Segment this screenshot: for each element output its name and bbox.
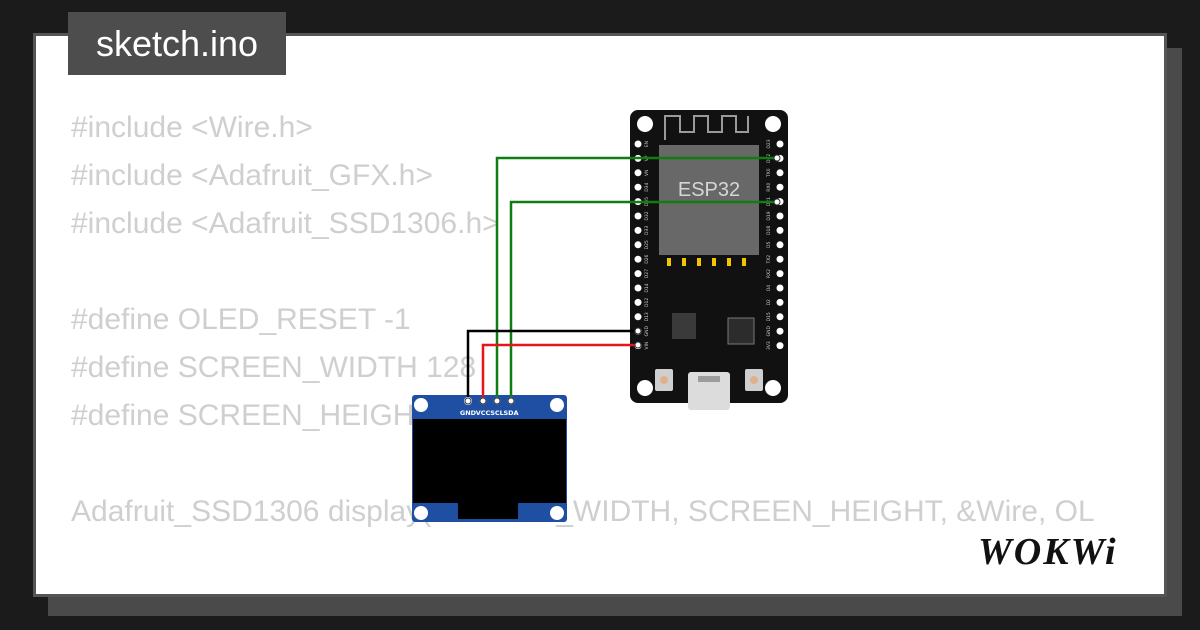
- esp32-right-pin-label-2: TX0: [766, 168, 772, 178]
- esp32-left-pin-label-13: GND: [644, 326, 650, 337]
- esp32-right-pin-label-6: D18: [766, 226, 772, 235]
- esp32-left-pin-labels: ENVPVND34D35D32D33D25D26D27D14D12D13GNDV…: [644, 141, 650, 350]
- esp32-left-pin-label-5: D32: [644, 211, 650, 220]
- code-line-11: void setup() {: [71, 584, 1095, 594]
- esp32-right-pin-13[interactable]: [776, 327, 784, 335]
- esp32-left-pin-label-12: D13: [644, 312, 650, 321]
- esp32-right-pin-label-7: D5: [766, 241, 772, 247]
- esp32-left-pin-label-10: D14: [644, 283, 650, 292]
- usb-uart-chip: [727, 317, 755, 345]
- code-line-1: #include <Wire.h>: [71, 111, 313, 144]
- esp32-right-pin-3[interactable]: [776, 183, 784, 191]
- wires: [466, 156, 777, 397]
- esp32-right-pin-8[interactable]: [776, 255, 784, 263]
- esp32-right-pin-label-0: D23: [766, 139, 772, 148]
- esp32-right-pin-label-3: RX0: [766, 183, 772, 192]
- esp32-left-pin-12[interactable]: [634, 313, 642, 321]
- oled-pin-scl-label: SCL: [490, 409, 504, 417]
- code-line-5: #define OLED_RESET -1: [71, 303, 411, 336]
- mount-hole-icon: [637, 380, 653, 396]
- esp32-right-pin-10[interactable]: [776, 284, 784, 292]
- esp32-right-pin-labels: D23D22TX0RX0D21D19D18D5TX2RX2D4D2D15GND3…: [766, 139, 772, 350]
- esp32-left-pin-label-3: D34: [644, 182, 650, 191]
- esp32-right-pin-label-8: TX2: [766, 255, 772, 265]
- voltage-regulator: [672, 313, 696, 339]
- code-line-6: #define SCREEN_WIDTH 128: [71, 351, 477, 384]
- esp32-right-pin-14[interactable]: [776, 342, 784, 350]
- mount-hole-icon: [414, 398, 428, 412]
- esp32-left-pin-7[interactable]: [634, 241, 642, 249]
- esp32-left-pin-label-14: VIN: [644, 342, 650, 350]
- esp32-left-pin-label-2: VN: [644, 170, 650, 176]
- esp32-right-pin-label-11: D2: [766, 299, 772, 305]
- esp32-right-pin-label-12: D15: [766, 312, 772, 321]
- esp32-right-pin-11[interactable]: [776, 298, 784, 306]
- esp32-right-pin-label-9: RX2: [766, 269, 772, 278]
- code-card: #include <Wire.h> #include <Adafruit_GFX.…: [33, 33, 1167, 597]
- wire-endpoints: [464, 154, 781, 405]
- esp32-right-pin-9[interactable]: [776, 270, 784, 278]
- code-line-9: Adafruit_SSD1306 display(SCREEN_WIDTH, S…: [71, 495, 1095, 528]
- esp32-left-pin-11[interactable]: [634, 298, 642, 306]
- mount-hole-icon: [550, 398, 564, 412]
- oled-display[interactable]: GND VCC SCL SDA: [412, 395, 567, 522]
- esp32-left-pin-label-6: D33: [644, 226, 650, 235]
- mount-hole-icon: [765, 380, 781, 396]
- code-line-3: #include <Adafruit_SSD1306.h>: [71, 207, 500, 240]
- esp32-left-pin-10[interactable]: [634, 284, 642, 292]
- esp32-board[interactable]: ESP32 ENVPVND34D35D32D33D25D26D27D14D12D…: [630, 110, 788, 410]
- esp32-right-pin-0[interactable]: [776, 140, 784, 148]
- module-pads: [667, 258, 746, 266]
- mount-hole-icon: [414, 506, 428, 520]
- esp32-left-pin-label-11: D12: [644, 298, 650, 307]
- antenna-icon: [664, 115, 749, 140]
- wire-gnd[interactable]: [466, 329, 638, 397]
- esp32-left-pin-label-0: EN: [644, 141, 650, 147]
- wokwi-logo: WOKWi: [978, 531, 1118, 573]
- oled-screen: [413, 419, 566, 503]
- esp32-left-pin-label-7: D25: [644, 240, 650, 249]
- esp32-module: [659, 145, 759, 255]
- mount-hole-icon: [765, 116, 781, 132]
- esp32-left-pin-label-9: D27: [644, 269, 650, 278]
- esp32-left-pin-2[interactable]: [634, 169, 642, 177]
- wire-scl[interactable]: [495, 156, 777, 397]
- oled-pin-gnd-label: GND: [460, 409, 477, 417]
- oled-pin-sda-label: SDA: [503, 409, 518, 417]
- esp32-left-pin-0[interactable]: [634, 140, 642, 148]
- code-line-2: #include <Adafruit_GFX.h>: [71, 159, 433, 192]
- esp32-right-pin-label-13: GND: [766, 326, 772, 337]
- mount-hole-icon: [550, 506, 564, 520]
- esp32-left-pin-5[interactable]: [634, 212, 642, 220]
- esp32-right-pin-5[interactable]: [776, 212, 784, 220]
- esp32-right-pin-7[interactable]: [776, 241, 784, 249]
- esp32-right-pin-label-14: 3V3: [766, 341, 772, 350]
- esp32-right-pin-label-10: D4: [766, 285, 772, 291]
- esp32-left-pin-9[interactable]: [634, 270, 642, 278]
- esp32-right-pin-2[interactable]: [776, 169, 784, 177]
- esp32-left-pin-label-8: D26: [644, 254, 650, 263]
- mount-hole-icon: [637, 116, 653, 132]
- oled-ribbon: [458, 503, 518, 519]
- esp32-right-pin-6[interactable]: [776, 226, 784, 234]
- esp32-left-pin-6[interactable]: [634, 226, 642, 234]
- esp32-chip-label: ESP32: [678, 179, 740, 201]
- wire-vcc[interactable]: [481, 343, 638, 397]
- code-preview: #include <Wire.h> #include <Adafruit_GFX.…: [71, 104, 1095, 594]
- esp32-right-pin-label-5: D19: [766, 211, 772, 220]
- oled-pin-vcc-label: VCC: [476, 409, 491, 417]
- esp32-right-pin-12[interactable]: [776, 313, 784, 321]
- esp32-left-pin-3[interactable]: [634, 183, 642, 191]
- file-tab-sketch[interactable]: sketch.ino: [68, 12, 286, 75]
- esp32-left-pin-8[interactable]: [634, 255, 642, 263]
